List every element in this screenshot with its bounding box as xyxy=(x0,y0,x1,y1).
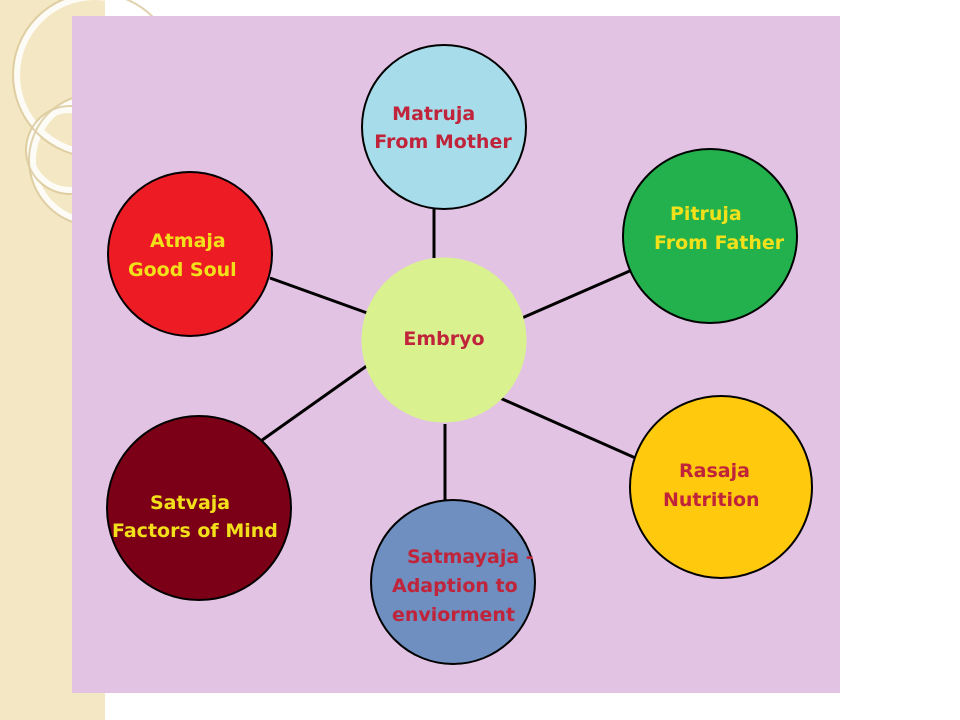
node-satmayaja-line-3: enviorment xyxy=(392,604,515,626)
node-embryo-label: Embryo xyxy=(403,328,484,350)
svg-text:Matruja From Mother: Matruja From Mother xyxy=(374,103,512,153)
node-satvaja-line-2: Factors of Mind xyxy=(112,520,278,542)
node-matruja-circle xyxy=(361,44,527,210)
node-matruja-line-2: From Mother xyxy=(374,131,512,153)
node-pitruja-circle xyxy=(622,148,798,324)
node-rasaja-circle xyxy=(629,395,813,579)
node-satmayaja-line-1: Satmayaja - xyxy=(407,546,534,568)
svg-text:Rasaja Nutrition: Rasaja Nutrition xyxy=(663,460,760,511)
node-atmaja-line-1: Atmaja xyxy=(150,230,226,252)
svg-text:Satvaja Factors of Mind: Satvaja Factors of Mind xyxy=(112,492,278,542)
connector-satvaja xyxy=(257,363,369,445)
node-satmayaja-line-2: Adaption to xyxy=(392,575,518,597)
node-matruja-line-1: Matruja xyxy=(392,103,475,125)
node-pitruja: Pitruja From Father xyxy=(622,148,798,324)
connector-atmaja xyxy=(269,276,371,316)
node-pitruja-line-2: From Father xyxy=(654,232,785,254)
node-rasaja: Rasaja Nutrition xyxy=(629,395,813,579)
node-matruja: Matruja From Mother xyxy=(361,44,527,210)
node-satmayaja: Satmayaja - Adaption to enviorment xyxy=(370,499,540,665)
node-atmaja: Atmaja Good Soul xyxy=(107,171,273,337)
node-satmayaja-circle xyxy=(370,499,536,665)
node-satvaja: Satvaja Factors of Mind xyxy=(106,415,292,601)
node-atmaja-circle xyxy=(107,171,273,337)
svg-text:Satmayaja - Adaption to: Satmayaja - Adaption to enviorment xyxy=(392,546,540,626)
node-rasaja-line-1: Rasaja xyxy=(679,460,750,482)
node-satvaja-line-1: Satvaja xyxy=(150,492,230,514)
node-atmaja-line-2: Good Soul xyxy=(128,259,237,281)
connector-pitruja xyxy=(521,268,633,320)
node-embryo: Embryo xyxy=(361,257,527,423)
node-rasaja-line-2: Nutrition xyxy=(663,489,760,511)
node-embryo-circle xyxy=(361,257,527,423)
svg-text:Pitruja From Father: Pitruja From Father xyxy=(654,203,785,254)
node-pitruja-line-1: Pitruja xyxy=(670,203,742,225)
connector-rasaja xyxy=(499,396,641,462)
node-satvaja-circle xyxy=(106,415,292,601)
svg-text:Atmaja Good Soul: Atmaja Good Soul xyxy=(128,230,237,281)
